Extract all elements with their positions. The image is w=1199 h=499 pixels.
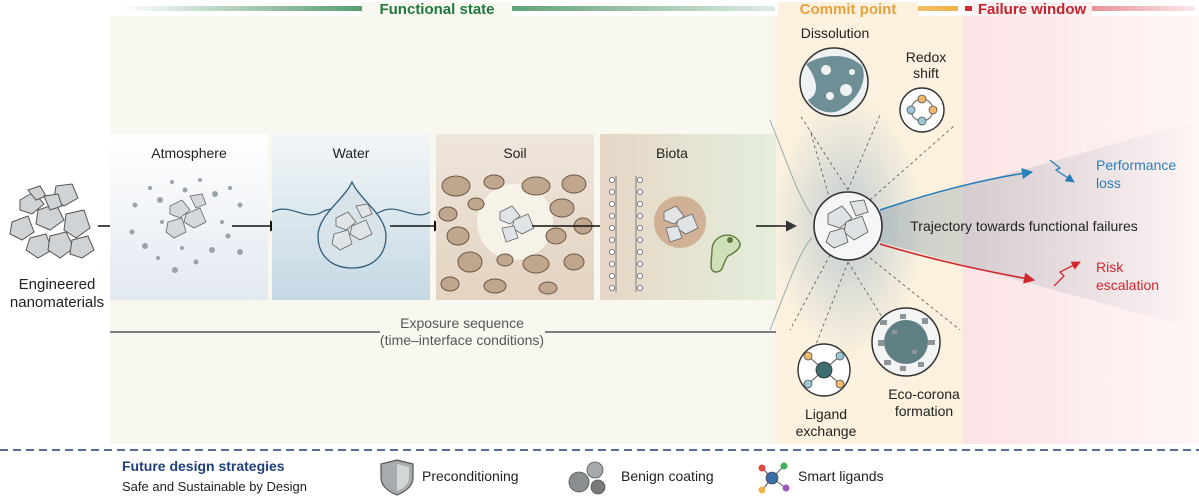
microorganism-nucleus — [727, 237, 733, 243]
functional-state-header: Functional state — [379, 1, 494, 18]
future-strategies-subtitle: Safe and Sustainable by Design — [122, 479, 307, 494]
strategy-label-smart-ligands: Smart ligands — [798, 468, 884, 484]
source-label-line2: nanomaterials — [10, 294, 104, 311]
atmosphere-particle-cluster — [165, 193, 207, 239]
water-particle-cluster — [331, 203, 373, 251]
process-connector-lines — [789, 114, 961, 361]
spheres-icon — [568, 461, 606, 495]
funnel-outline — [769, 119, 813, 331]
outcome-performance-line2: loss — [1096, 175, 1121, 191]
process-label-corona-line1: Eco-corona — [888, 386, 960, 402]
process-label-dissolution: Dissolution — [801, 25, 869, 41]
process-label-corona-line2: formation — [895, 403, 953, 419]
exposure-sequence-line2: (time–interface conditions) — [380, 332, 544, 348]
compartment-label-atmosphere: Atmosphere — [151, 145, 227, 161]
biota-particle-cluster — [663, 205, 699, 243]
process-label-ligand-line1: Ligand — [805, 406, 847, 422]
microorganism-cell — [710, 234, 741, 273]
outcome-risk-line1: Risk — [1096, 259, 1124, 275]
failure-window-header: Failure window — [978, 1, 1087, 18]
commit-point-header: Commit point — [800, 1, 897, 18]
dissolution-particle-shape — [806, 55, 864, 113]
source-label-line1: Engineered — [19, 276, 96, 293]
ligand-network-icon — [758, 462, 790, 494]
compartment-label-water: Water — [333, 145, 370, 161]
exposure-sequence-line1: Exposure sequence — [400, 315, 524, 331]
outcome-performance-line1: Performance — [1096, 157, 1176, 173]
process-label-ligand-line2: exchange — [796, 423, 857, 439]
soil-grains — [438, 174, 593, 295]
compartment-label-biota: Biota — [656, 145, 688, 161]
strategy-label-benign-coating: Benign coating — [621, 468, 714, 484]
performance-down-zigzag-icon — [1049, 159, 1075, 183]
performance-loss-arrow — [879, 167, 1034, 211]
central-particle-cluster — [825, 199, 869, 249]
redox-shift-icon — [899, 87, 945, 133]
trajectory-label: Trajectory towards functional failures — [910, 218, 1137, 234]
trajectory-cone — [880, 120, 1199, 330]
source-nanoparticle-cluster — [9, 183, 95, 259]
risk-escalation-arrow — [879, 243, 1036, 284]
strategy-label-preconditioning: Preconditioning — [422, 468, 519, 484]
process-label-redox-line1: Redox — [906, 49, 946, 65]
atmosphere-aerosol-dots — [129, 178, 243, 273]
soil-particle-cluster — [499, 205, 535, 243]
risk-up-zigzag-icon — [1053, 261, 1081, 287]
compartment-label-soil: Soil — [503, 145, 526, 161]
process-label-redox-line2: shift — [913, 65, 939, 81]
future-strategies-title: Future design strategies — [122, 458, 285, 474]
outcome-risk-line2: escalation — [1096, 277, 1159, 293]
cell-membrane-bilayer — [609, 176, 644, 292]
